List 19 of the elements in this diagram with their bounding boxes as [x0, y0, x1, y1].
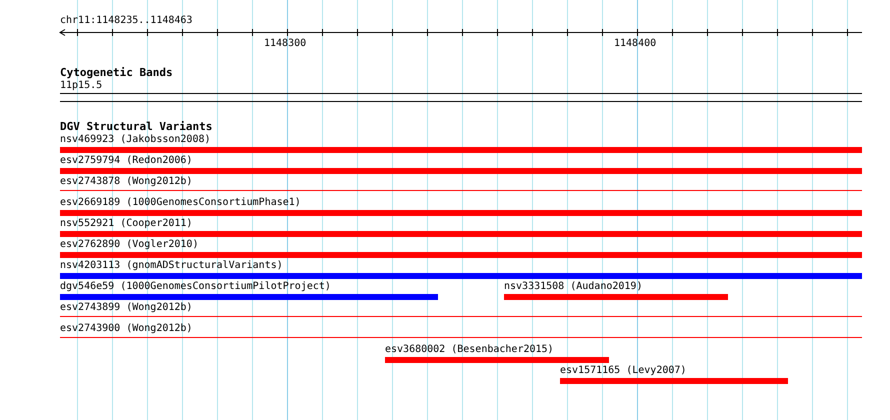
variant-label: esv2743899 (Wong2012b) [60, 302, 192, 314]
tick-label: 1148300 [264, 38, 306, 50]
band-label: 11p15.5 [60, 80, 102, 92]
variant-label: esv2743878 (Wong2012b) [60, 176, 192, 188]
variant-label: dgv546e59 (1000GenomesConsortiumPilotProject) [60, 281, 331, 293]
variant-label: nsv469923 (Jakobsson2008) [60, 134, 211, 146]
variant-label: esv2762890 (Vogler2010) [60, 239, 198, 251]
variant-label: esv2759794 (Redon2006) [60, 155, 192, 167]
variant-label: esv1571165 (Levy2007) [560, 365, 686, 377]
variant-label: esv3680002 (Besenbacher2015) [385, 344, 554, 356]
variant-label: nsv3331508 (Audano2019) [504, 281, 642, 293]
coordinate-label: chr11:1148235..1148463 [60, 15, 192, 27]
track-title: DGV Structural Variants [60, 121, 212, 133]
track-title: Cytogenetic Bands [60, 67, 173, 79]
variant-label: nsv552921 (Cooper2011) [60, 218, 192, 230]
tick-label: 1148400 [614, 38, 656, 50]
variant-label: esv2669189 (1000GenomesConsortiumPhase1) [60, 197, 301, 209]
variant-label: esv2743900 (Wong2012b) [60, 323, 192, 335]
variant-label: nsv4203113 (gnomADStructuralVariants) [60, 260, 283, 272]
